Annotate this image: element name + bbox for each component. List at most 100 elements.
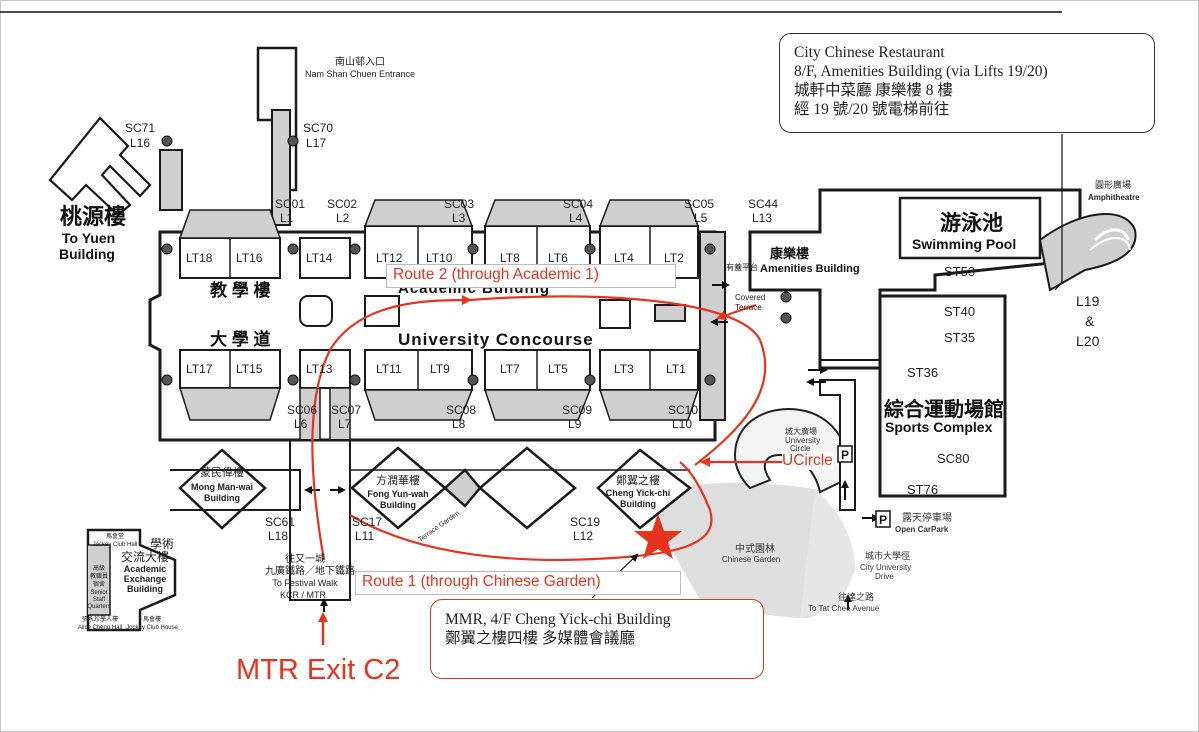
sports-zh: 綜合運動場館 (884, 397, 1004, 421)
sc03-label: SC03 (444, 197, 474, 211)
u-circle-zh: 城大廣場 (785, 426, 817, 436)
lt-top-6: LT8 (500, 251, 520, 265)
lift-l20: L20 (1076, 333, 1100, 349)
swimming-pool-shape (898, 196, 1042, 260)
academic-exchange-zh1: 學術 (150, 537, 174, 551)
lt-top-2: LT16 (236, 251, 263, 265)
senior-en3: Quarters (87, 604, 110, 610)
mmr-line1: MMR, 4/F Cheng Yick-chi Building (445, 611, 671, 628)
chinese-garden-area (640, 482, 831, 619)
drive-en2: Drive (875, 572, 894, 581)
jockey-hall-zh: 馬會堂 (106, 532, 124, 540)
svg-text:P: P (841, 448, 849, 462)
l8-label: L8 (452, 417, 466, 431)
alice-zh: 張永珍學人樓 (82, 615, 118, 623)
bottom-lt-row (179, 349, 699, 391)
l9-label: L9 (568, 417, 582, 431)
restaurant-line2: 8/F, Amenities Building (via Lifts 19/20… (794, 63, 1048, 80)
senior-zh3: 宿舍 (93, 580, 105, 588)
svg-text:P: P (879, 513, 887, 527)
fong-yun-wah-zh: 方潤華樓 (376, 473, 420, 487)
lt-top-1: LT18 (186, 251, 213, 265)
lt-bottom-9: LT1 (666, 362, 686, 376)
l12-label: L12 (573, 529, 593, 543)
senior-en2: Staff (93, 597, 106, 603)
mong-man-wai-zh: 蒙民偉樓 (200, 465, 244, 479)
pool-en: Swimming Pool (912, 236, 1016, 252)
amenities-zh: 康樂樓 (770, 246, 809, 261)
senior-zh2: 教職員 (90, 572, 108, 580)
amphitheatre-zh: 圓形廣場 (1095, 179, 1131, 190)
sports-complex-shape (878, 294, 1007, 498)
lt-top-5: LT10 (426, 251, 453, 265)
l17-label: L17 (306, 136, 326, 150)
mong-man-wai-en1: Mong Man-wai (191, 482, 253, 492)
sc44-label: SC44 (748, 197, 778, 211)
lt-bottom-3: LT13 (306, 362, 333, 376)
garden-slope (800, 490, 855, 618)
sc07-label: SC07 (331, 403, 361, 417)
lt-top-8: LT4 (614, 251, 634, 265)
sc80-label: SC80 (937, 451, 970, 466)
jc-house-zh: 馬會樓 (143, 615, 161, 623)
lt-top-9: LT2 (664, 251, 684, 265)
u-circle-en2: Circle (790, 444, 811, 453)
tat-chee-zh: 往達之路 (838, 591, 874, 602)
sc04-label: SC04 (563, 197, 593, 211)
amphitheatre-en: Amphitheatre (1088, 193, 1140, 202)
to-yuen-zh: 桃源樓 (60, 204, 126, 229)
lt-top-7: LT6 (548, 251, 568, 265)
to-yuen-building-shape (48, 116, 152, 217)
to-yuen-en2: Building (59, 246, 115, 262)
mtr-exit-label: MTR Exit C2 (236, 654, 401, 686)
restaurant-line4: 經 19 號/20 號電梯前往 (794, 101, 950, 118)
sc70-label: SC70 (303, 121, 333, 135)
university-circle (733, 408, 849, 494)
senior-zh1: 高級 (93, 564, 105, 572)
lt-bottom-2: LT15 (236, 362, 263, 376)
u-circle-en1: University (785, 436, 820, 445)
route-1-label: Route 1 (through Chinese Garden) (355, 571, 681, 595)
entrance-zh: 南山邨入口 (335, 55, 385, 68)
l11-label: L11 (355, 529, 374, 543)
pool-zh: 游泳池 (940, 211, 1003, 235)
carpark-zh: 露天停車場 (902, 511, 952, 524)
festival-zh2: 九廣鐵路／地下鐵路 (265, 564, 355, 577)
sc09-label: SC09 (562, 403, 592, 417)
carpark-corridor (819, 379, 856, 511)
lt-bottom-1: LT17 (186, 362, 213, 376)
covered-terrace-en2: Terrace (735, 303, 762, 312)
parking-icon: P P (837, 445, 891, 528)
st40-label: ST40 (944, 304, 975, 319)
cheng-yick-chi-en1: Cheng Yick-chi (606, 488, 671, 498)
academic-exchange-zh2: 交流大樓 (121, 549, 169, 564)
lt-bottom-6: LT7 (500, 362, 520, 376)
ucircle-label: UCircle (782, 452, 833, 470)
st76-label: ST76 (907, 482, 938, 497)
route-2-entry-arrow (716, 303, 757, 321)
restaurant-line1: City Chinese Restaurant (794, 44, 945, 61)
entrance-stair-block (271, 109, 291, 226)
garden-zh: 中式園林 (735, 542, 775, 555)
sc71-label: SC71 (125, 121, 155, 135)
sc08-label: SC08 (446, 403, 476, 417)
lt-top-3: LT14 (306, 251, 333, 265)
route-2-continued (469, 295, 767, 466)
alice-en: Alice Cheng Hall (78, 625, 122, 631)
l1-label: L1 (280, 211, 294, 225)
concourse-en: University Concourse (398, 330, 594, 349)
lt-top-4: LT12 (376, 251, 403, 265)
academic-exchange-en2: Exchange (124, 574, 167, 584)
route-2-path (311, 295, 472, 561)
sc71-tower (159, 149, 183, 211)
sc05-label: SC05 (684, 197, 714, 211)
to-yuen-en1: To Yuen (62, 230, 115, 246)
l4-label: L4 (569, 211, 583, 225)
sc61-label: SC61 (265, 515, 295, 529)
st36-label: ST36 (907, 365, 938, 380)
lt-bottom-5: LT9 (430, 362, 450, 376)
tat-chee-en: To Tat Chee Avenue (808, 604, 880, 613)
academic-exchange-en1: Academic (124, 564, 167, 574)
fong-yun-wah-en1: Fong Yun-wah (367, 489, 428, 499)
